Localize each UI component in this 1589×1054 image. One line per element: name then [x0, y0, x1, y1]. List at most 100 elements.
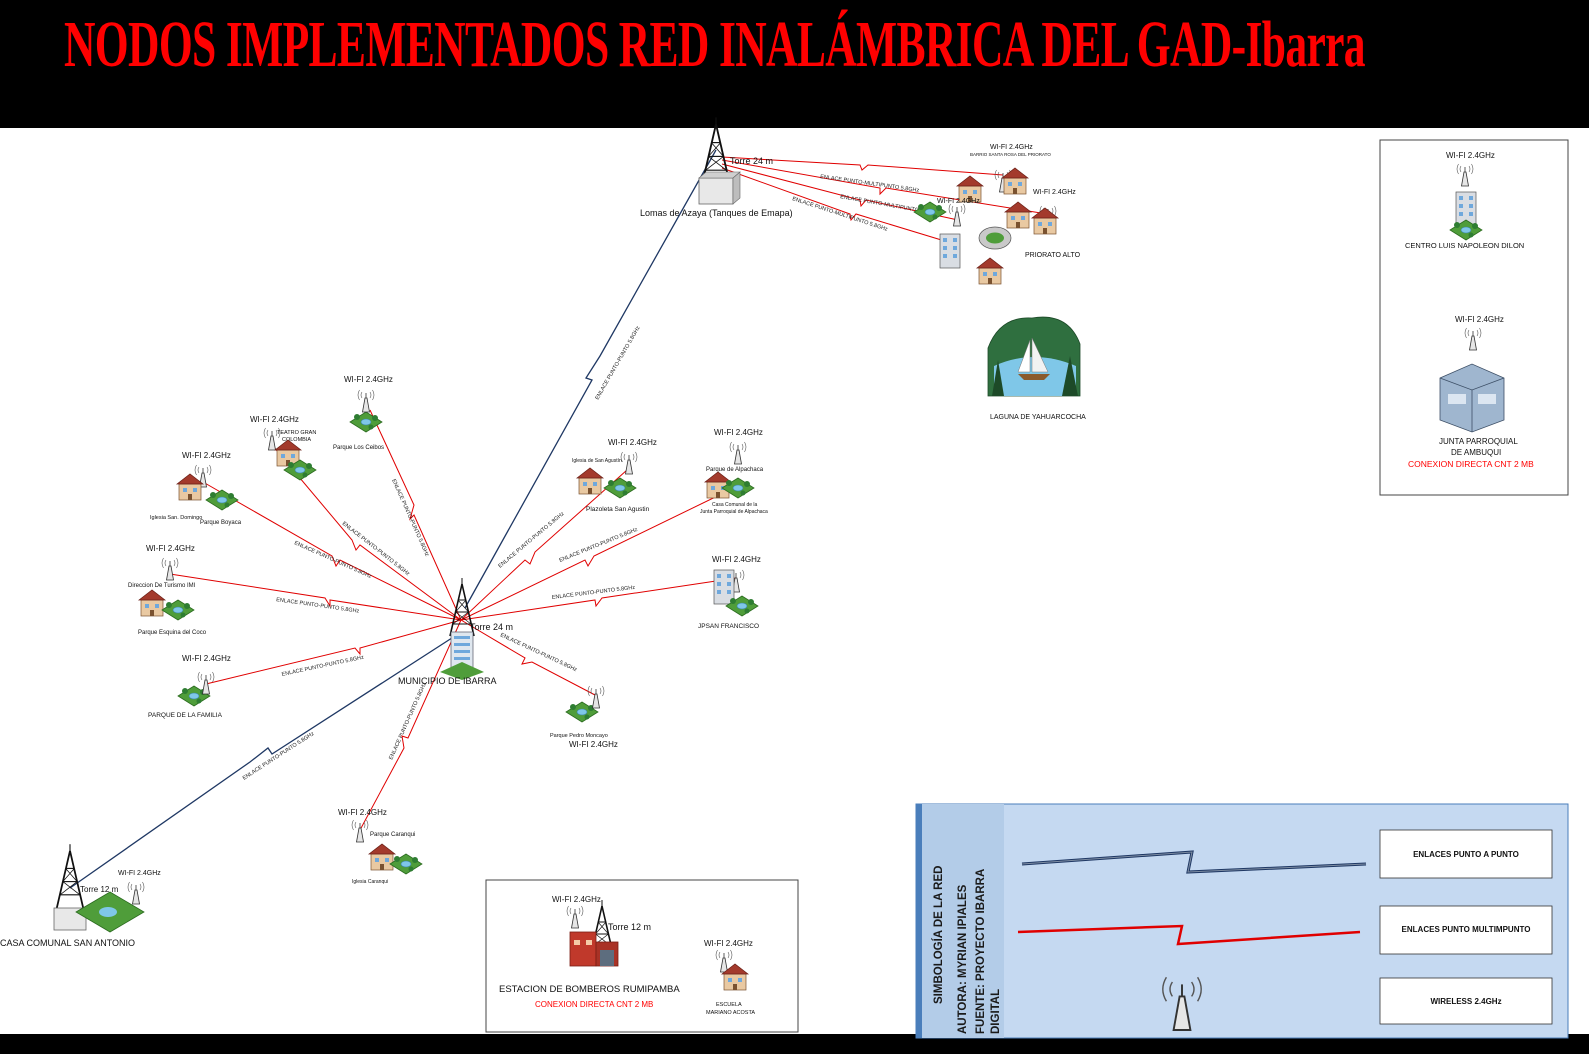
ptp-links	[69, 149, 717, 889]
node-caranqui: WI-FI 2.4GHz Parque Caranqui Iglesia Car…	[338, 808, 423, 885]
svg-text:Junta Parroquial de Alpachaca: Junta Parroquial de Alpachaca	[700, 509, 768, 515]
legend-ptmp-symbol	[1017, 924, 1361, 946]
svg-text:WI-FI 2.4GHz: WI-FI 2.4GHz	[608, 438, 657, 447]
wifi-antenna-icon	[161, 557, 179, 581]
lomas-hub: Torre 24 m Lomas de Azaya (Tanques de Em…	[640, 116, 793, 218]
municipio-hub: Torre 24 m MUNICIPIO DE IBARRA	[398, 577, 513, 686]
svg-text:WI-FI 2.4GHz: WI-FI 2.4GHz	[552, 895, 601, 904]
link-turismo	[169, 573, 462, 621]
priorato-alto-label: PRIORATO ALTO	[1025, 252, 1081, 259]
municipio-building-icon	[440, 631, 484, 680]
node-turismo: WI-FI 2.4GHz Direccion De Turismo IMI Pa…	[128, 544, 207, 636]
house-icon	[1004, 201, 1032, 229]
legend-source-cont: DIGITAL	[990, 989, 1002, 1034]
svg-text:WI-FI 2.4GHz: WI-FI 2.4GHz	[714, 428, 763, 437]
svg-text:WIRELESS 2.4GHz: WIRELESS 2.4GHz	[1430, 997, 1501, 1006]
legend-author: AUTORA: MYRIAN IPIALES	[957, 884, 969, 1034]
svg-text:ESCUELA: ESCUELA	[716, 1002, 742, 1008]
link-alpachaca	[460, 485, 739, 621]
link-ceibos	[369, 409, 462, 621]
svg-text:ENLACE PUNTO-PUNTO 5.8GHz: ENLACE PUNTO-PUNTO 5.8GHz	[499, 632, 578, 673]
house-icon	[138, 589, 166, 617]
svg-text:ENLACE PUNTO-PUNTO 5.8GHz: ENLACE PUNTO-PUNTO 5.8GHz	[281, 655, 365, 678]
link-boyaca	[202, 481, 462, 621]
ptmp-links-priorato	[721, 156, 1048, 243]
link-pedro-moncayo	[460, 619, 596, 696]
svg-text:WI-FI 2.4GHz: WI-FI 2.4GHz	[344, 375, 393, 384]
header-bar: NODOS IMPLEMENTADOS RED INALÁMBRICA DEL …	[0, 0, 1589, 128]
svg-text:DE AMBUQUI: DE AMBUQUI	[1451, 448, 1501, 457]
municipio-tower-label: Torre 24 m	[470, 622, 513, 632]
san-antonio-tower-icon	[55, 843, 85, 909]
right-panel: WI-FI 2.4GHz CENTRO LUIS NAPOLEON DILON …	[1379, 139, 1569, 496]
house-icon	[976, 257, 1004, 285]
svg-text:WI-FI 2.4GHz: WI-FI 2.4GHz	[704, 939, 753, 948]
link-label-san-antonio: ENLACE PUNTO-PUNTO 5.8GHz	[242, 731, 316, 782]
park-icon	[603, 477, 637, 499]
svg-text:Parque Caranqui: Parque Caranqui	[370, 832, 415, 838]
building-icon	[939, 233, 961, 269]
node-jp-san-francisco: WI-FI 2.4GHz JPSAN FRANCISCO	[698, 555, 761, 630]
svg-text:ENLACE PUNTO-PUNTO 5.8GHz: ENLACE PUNTO-PUNTO 5.8GHz	[390, 478, 430, 557]
bottom-strip	[0, 1034, 1589, 1054]
page-title: NODOS IMPLEMENTADOS RED INALÁMBRICA DEL …	[64, 8, 1366, 81]
link-teatro	[272, 445, 462, 621]
svg-text:Plazoleta San Agustin: Plazoleta San Agustin	[586, 506, 650, 513]
svg-text:PARQUE DE LA FAMILIA: PARQUE DE LA FAMILIA	[148, 712, 223, 719]
svg-text:ENLACE PUNTO-PUNTO 5.8GHz: ENLACE PUNTO-PUNTO 5.8GHz	[293, 540, 372, 580]
svg-text:Iglesia San. Domingo: Iglesia San. Domingo	[150, 515, 202, 521]
svg-text:Torre 12 m: Torre 12 m	[608, 922, 651, 932]
bomberos-panel: WI-FI 2.4GHz Torre 12 m ESTACION DE BOMB…	[485, 879, 799, 1033]
wifi-antenna-icon	[620, 451, 638, 475]
svg-text:WI-FI 2.4GHz: WI-FI 2.4GHz	[1033, 189, 1076, 196]
svg-text:Iglesia Caranqui: Iglesia Caranqui	[352, 879, 388, 885]
svg-text:Parque Esquina del Coco: Parque Esquina del Coco	[138, 630, 207, 636]
svg-text:WI-FI 2.4GHz: WI-FI 2.4GHz	[182, 654, 231, 663]
svg-text:JPSAN FRANCISCO: JPSAN FRANCISCO	[698, 623, 759, 630]
svg-text:WI-FI 2.4GHz: WI-FI 2.4GHz	[712, 555, 761, 564]
bomberos-cnt-label: CONEXION DIRECTA CNT 2 MB	[535, 1000, 653, 1009]
svg-text:Iglesia de San Agustín: Iglesia de San Agustín	[572, 458, 622, 464]
svg-text:ENLACE PUNTO-PUNTO 5.8GHz: ENLACE PUNTO-PUNTO 5.8GHz	[276, 597, 360, 615]
wifi-antenna-icon	[127, 881, 145, 905]
san-antonio-tower-label: Torre 12 m	[80, 885, 119, 894]
bomberos-name: ESTACION DE BOMBEROS RUMIPAMBA	[499, 984, 680, 995]
municipio-name: MUNICIPIO DE IBARRA	[398, 676, 497, 686]
svg-text:WI-FI 2.4GHz: WI-FI 2.4GHz	[338, 808, 387, 817]
house-icon	[368, 843, 396, 871]
house-icon	[1001, 167, 1029, 195]
svg-text:WI-FI 2.4GHz: WI-FI 2.4GHz	[118, 870, 161, 877]
svg-text:WI-FI 2.4GHz: WI-FI 2.4GHz	[1446, 151, 1495, 160]
svg-text:TEATRO GRAN: TEATRO GRAN	[277, 430, 316, 436]
svg-text:Casa Comunal de la: Casa Comunal de la	[712, 502, 758, 508]
svg-text:WI-FI 2.4GHz: WI-FI 2.4GHz	[182, 451, 231, 460]
lomas-tower-label: Torre 24 m	[730, 156, 773, 166]
fire-station-icon	[569, 931, 619, 967]
svg-text:WI-FI 2.4GHz: WI-FI 2.4GHz	[146, 544, 195, 553]
link-label-lomas-municipio: ENLACE PUNTO-PUNTO 5.8GHz	[595, 325, 642, 401]
svg-text:WI-FI 2.4GHz: WI-FI 2.4GHz	[250, 415, 299, 424]
link-san-agustin	[460, 469, 628, 621]
legend-panel: SIMBOLOGÍA DE LA RED AUTORA: MYRIAN IPIA…	[915, 803, 1569, 1039]
link-familia	[205, 619, 462, 685]
park-icon	[913, 201, 947, 223]
wifi-antenna-icon	[587, 685, 605, 709]
link-label-priorato-1: ENLACE PUNTO-MULTIPUNTO 5.8GHz	[820, 174, 920, 194]
lake-icon	[987, 316, 1081, 397]
barrio-santa-rosa-label: BARRIO SANTA ROSA DEL PRIORATO	[970, 152, 1051, 157]
park-icon	[205, 489, 239, 511]
svg-text:Parque Boyaca: Parque Boyaca	[200, 520, 242, 526]
wifi-antenna-icon	[729, 441, 747, 465]
lomas-tower-icon	[698, 116, 741, 205]
link-caranqui	[359, 619, 462, 831]
svg-text:COLOMBIA: COLOMBIA	[282, 437, 311, 443]
house-icon	[176, 473, 204, 501]
svg-text:ENLACE PUNTO-PUNTO 5.8GHz: ENLACE PUNTO-PUNTO 5.8GHz	[552, 585, 636, 601]
ptmp-links-municipio	[169, 409, 739, 831]
node-familia: WI-FI 2.4GHz PARQUE DE LA FAMILIA	[148, 654, 231, 719]
park-icon	[161, 599, 195, 621]
link-jp-san-francisco	[460, 577, 737, 621]
node-alpachaca: WI-FI 2.4GHz Parque de Alpachaca Casa Co…	[700, 428, 768, 515]
